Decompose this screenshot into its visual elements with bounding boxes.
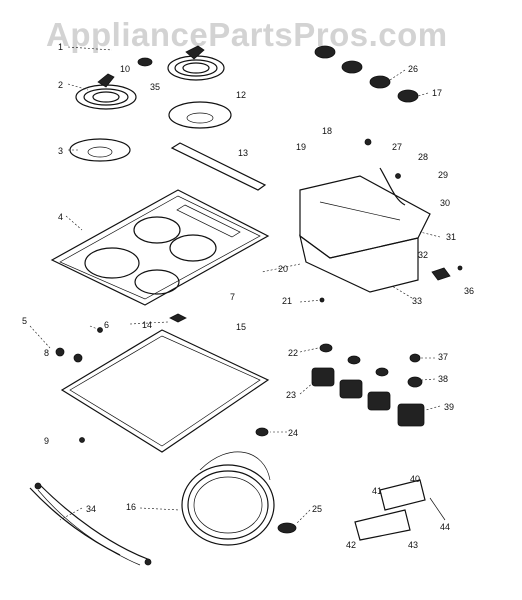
cooktop-4 — [50, 189, 270, 306]
bottom-pan-15 — [60, 313, 270, 453]
callout-37: 37 — [438, 352, 448, 362]
knobs-top — [314, 45, 419, 103]
wire-34 — [29, 482, 152, 566]
callout-2: 2 — [58, 80, 63, 90]
callout-28: 28 — [418, 152, 428, 162]
callout-34: 34 — [86, 504, 96, 514]
watermark-text: AppliancePartsPros.com — [46, 16, 448, 53]
control-bracket-33 — [299, 234, 419, 293]
callout-22: 22 — [288, 348, 298, 358]
callout-8: 8 — [44, 348, 49, 358]
callout-6: 6 — [104, 320, 109, 330]
leader-lines — [29, 46, 441, 525]
callout-16: 16 — [126, 502, 136, 512]
callout-39: 39 — [444, 402, 454, 412]
callout-13: 13 — [238, 148, 248, 158]
callout-4: 4 — [58, 212, 63, 222]
clip-10 — [137, 57, 153, 67]
callout-42: 42 — [346, 540, 356, 550]
callout-35: 35 — [150, 82, 160, 92]
callout-14: 14 — [142, 320, 152, 330]
callout-41: 41 — [372, 486, 382, 496]
callout-29: 29 — [438, 170, 448, 180]
bracket-41 — [354, 479, 446, 541]
callout-17: 17 — [432, 88, 442, 98]
callout-23: 23 — [286, 390, 296, 400]
wire-harness-16 — [181, 451, 275, 546]
callout-9: 9 — [44, 436, 49, 446]
callout-24: 24 — [288, 428, 298, 438]
callout-19: 19 — [296, 142, 306, 152]
switches-23 — [311, 343, 425, 427]
control-housing-31 — [299, 175, 431, 259]
callout-20: 20 — [278, 264, 288, 274]
callout-7: 7 — [230, 292, 235, 302]
callout-30: 30 — [440, 198, 450, 208]
callout-33: 33 — [412, 296, 422, 306]
terminal-36 — [431, 267, 451, 281]
callout-26: 26 — [408, 64, 418, 74]
callout-44: 44 — [440, 522, 450, 532]
callout-25: 25 — [312, 504, 322, 514]
callout-18: 18 — [322, 126, 332, 136]
callout-labels: 1 2 3 4 5 6 7 8 9 10 12 13 14 15 16 17 1… — [22, 42, 474, 550]
callout-27: 27 — [392, 142, 402, 152]
callout-1: 1 — [58, 42, 63, 52]
callout-31: 31 — [446, 232, 456, 242]
callout-3: 3 — [58, 146, 63, 156]
surface-element-2 — [75, 73, 137, 110]
trim-13 — [170, 142, 267, 191]
callout-40: 40 — [410, 474, 420, 484]
callout-12: 12 — [236, 90, 246, 100]
callout-10: 10 — [120, 64, 130, 74]
surface-element-large — [167, 45, 225, 81]
callout-36: 36 — [464, 286, 474, 296]
small-parts — [55, 138, 463, 534]
callout-21: 21 — [282, 296, 292, 306]
drip-bowl-3 — [69, 138, 131, 162]
callout-43: 43 — [408, 540, 418, 550]
callout-5: 5 — [22, 316, 27, 326]
callout-38: 38 — [438, 374, 448, 384]
drip-bowl-12 — [168, 101, 232, 129]
callout-32: 32 — [418, 250, 428, 260]
callout-15: 15 — [236, 322, 246, 332]
